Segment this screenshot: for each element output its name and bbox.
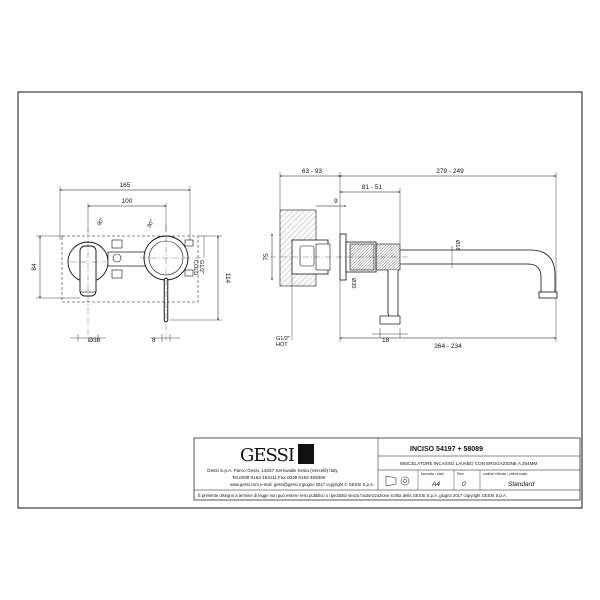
format-value: A4 (431, 481, 440, 488)
dim-pipe-dia: Ø18 (454, 240, 460, 250)
title-block: GESSI Gessi S.p.A. Parco Gessi, 13037 Se… (193, 437, 581, 501)
front-view: 165 100 90° 90° (31, 182, 231, 344)
svg-text:GESSI: GESSI (240, 445, 295, 466)
hot-connection-label: G1/2"HOT (276, 336, 290, 348)
rev-value: 0 (462, 481, 466, 488)
cold-connection-label: G1/2"COLD (192, 260, 204, 275)
dim-total-width: 165 (120, 182, 131, 189)
dim-angle-right: 90° (147, 219, 156, 229)
company-phone: Tel.0039 0163 454111 Fax.0039 0163 45935… (232, 475, 326, 480)
product-code: INCISO 54197 + 58089 (410, 446, 483, 453)
company-web: www.gessi.com e-mail: gessi@gessi.it giu… (230, 482, 374, 487)
dim-dia-left: Ø30 (88, 337, 101, 344)
dim-lever-dia: Ø30 (350, 278, 356, 288)
dim-angle-left: 90° (97, 217, 106, 227)
format-label: formato / size (421, 472, 444, 476)
dim-gap: 8 (152, 337, 156, 344)
dim-height-right: 114 (224, 273, 231, 284)
dim-spout-range: 279 - 249 (436, 168, 464, 175)
rev-label: Rev. (457, 472, 465, 476)
product-description: MISCELATORE INCASSO LAVABO CON EROGAZION… (400, 461, 537, 466)
dim-side-height: 75 (263, 253, 270, 261)
legal-footer: È presente disegno a termine di legge no… (198, 493, 507, 498)
dim-lever-width: 18 (382, 337, 390, 344)
finish-value: Standard (508, 481, 535, 488)
drawing-frame (17, 91, 583, 509)
dim-offset: 9 (334, 198, 338, 205)
gessi-logo: GESSI (240, 444, 314, 466)
finish-label: codice cliente / client code (483, 472, 527, 476)
dim-inner-width: 100 (122, 198, 133, 205)
side-view: 63 - 93 279 - 249 81 - 51 9 75 Ø18 Ø30 1… (263, 168, 558, 350)
dim-body-range: 81 - 51 (362, 184, 383, 191)
company-address: Gessi S.p.A. Parco Gessi, 13037 Serraval… (207, 468, 338, 473)
dim-wall-range: 63 - 93 (302, 168, 323, 175)
dim-spout-length: 264 - 234 (434, 343, 462, 350)
dim-height-left: 84 (31, 263, 38, 271)
projection-symbol-icon (385, 475, 410, 487)
